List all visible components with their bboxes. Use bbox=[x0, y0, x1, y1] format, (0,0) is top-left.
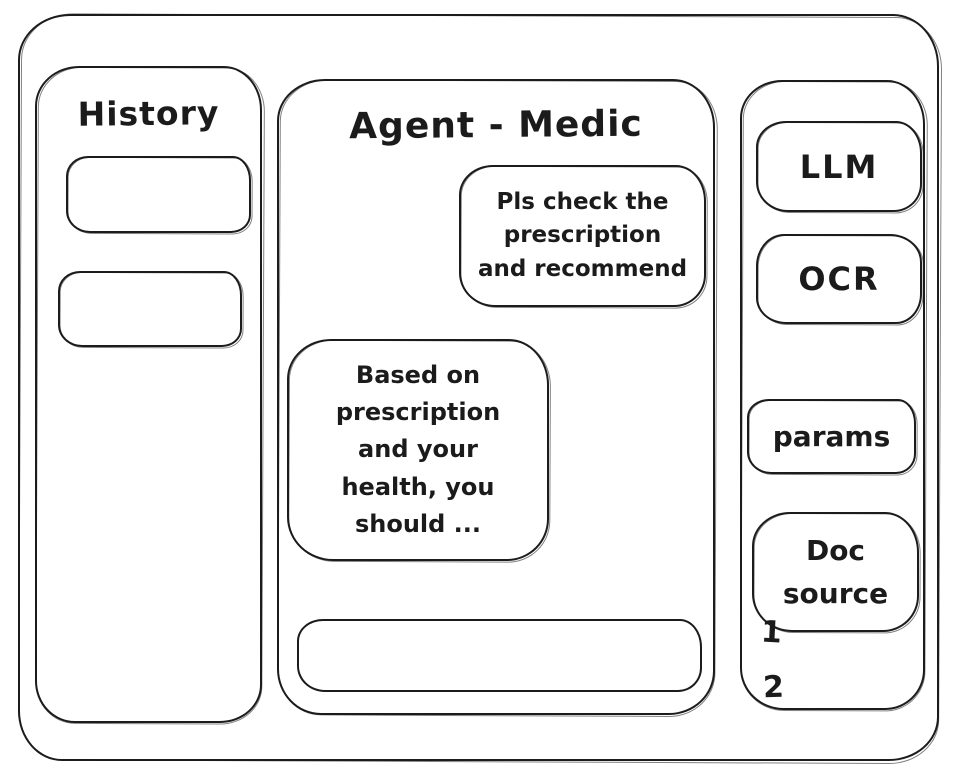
llm-button[interactable]: LLM bbox=[756, 121, 922, 212]
params-button[interactable]: params bbox=[747, 399, 916, 474]
ocr-button-label: OCR bbox=[798, 260, 880, 298]
history-item[interactable] bbox=[58, 271, 242, 347]
chat-panel: Agent - Medic Pls check the prescription… bbox=[277, 79, 715, 715]
ocr-button[interactable]: OCR bbox=[756, 234, 922, 324]
llm-button-label: LLM bbox=[799, 147, 879, 186]
tools-panel: LLM OCR params Doc source 1 2 bbox=[740, 80, 925, 710]
params-button-label: params bbox=[772, 420, 891, 453]
doc-source-button[interactable]: Doc source bbox=[752, 512, 919, 632]
history-title: History bbox=[77, 93, 220, 134]
message-input[interactable] bbox=[297, 619, 702, 692]
chat-title: Agent - Medic bbox=[349, 103, 643, 148]
agent-message-text: Based on prescription and your health, y… bbox=[335, 361, 501, 538]
user-message-text: Pls check the prescription and recommend bbox=[477, 188, 688, 282]
history-panel: History bbox=[35, 66, 262, 723]
doc-source-option-1[interactable]: 1 bbox=[760, 614, 783, 651]
agent-message-bubble: Based on prescription and your health, y… bbox=[287, 339, 549, 561]
app-frame: History Agent - Medic Pls check the pres… bbox=[18, 14, 939, 761]
doc-source-button-label: Doc source bbox=[782, 533, 889, 610]
doc-source-option-2[interactable]: 2 bbox=[762, 669, 785, 706]
user-message-bubble: Pls check the prescription and recommend bbox=[459, 165, 706, 307]
history-item[interactable] bbox=[66, 156, 251, 233]
